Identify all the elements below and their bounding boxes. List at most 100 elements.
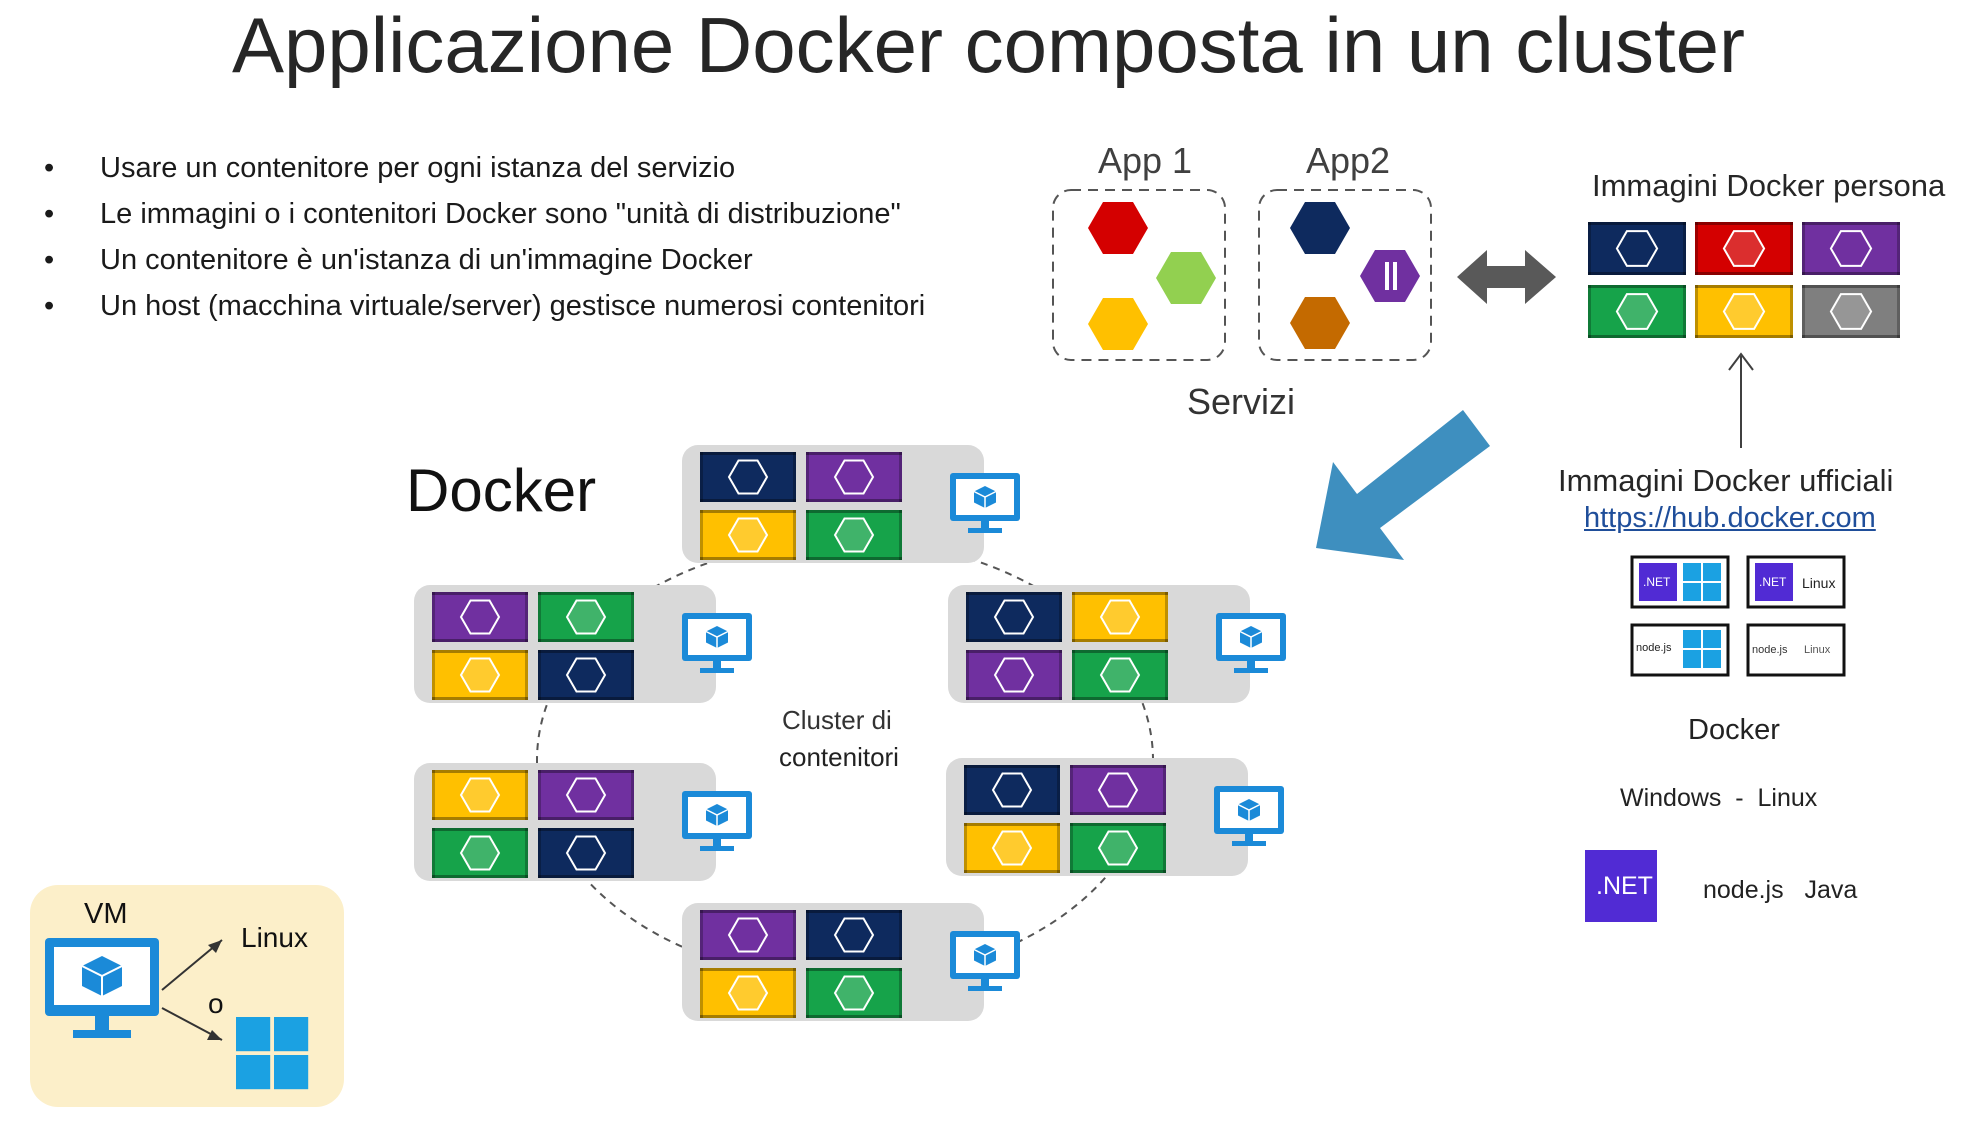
host-monitor-icon — [950, 931, 1020, 991]
host-node — [682, 445, 1020, 563]
vm-label: VM — [84, 898, 128, 930]
hexagon-icon — [459, 835, 501, 871]
container-tile — [1072, 592, 1168, 642]
official-image-tile — [1746, 555, 1846, 609]
bullet-marker: • — [44, 198, 55, 230]
vm-monitor-icon — [45, 938, 159, 1038]
cluster-label-line1: Cluster di — [782, 705, 892, 735]
hexagon-icon — [1099, 657, 1141, 693]
service-hexagon-icon — [1360, 250, 1420, 302]
hexagon-icon — [1829, 293, 1873, 330]
deploy-arrow-icon — [1316, 410, 1490, 560]
app-services — [1088, 202, 1420, 350]
container-tile — [1802, 285, 1900, 338]
hexagon-icon — [833, 459, 875, 495]
hexagon-icon — [833, 975, 875, 1011]
hexagon-icon — [459, 657, 501, 693]
host-monitor-icon — [682, 613, 752, 673]
container-tile — [538, 592, 634, 642]
hexagon-icon — [565, 777, 607, 813]
bullet-marker: • — [44, 290, 55, 322]
container-tile — [538, 828, 634, 878]
hexagon-icon — [1722, 293, 1766, 330]
bullet-text: Usare un contenitore per ogni istanza de… — [100, 152, 736, 184]
tile-badge-text: node.js — [1752, 644, 1788, 656]
hexagon-icon — [565, 835, 607, 871]
platforms-label: Windows - Linux — [1620, 784, 1818, 812]
docker-hub-link[interactable]: https://hub.docker.com — [1584, 502, 1876, 534]
container-tile — [1588, 222, 1686, 275]
tile-os-text: Linux — [1804, 644, 1831, 656]
host-monitor-icon — [682, 791, 752, 851]
official-images-label: Immagini Docker ufficiali — [1558, 463, 1894, 498]
windows-icon — [1683, 630, 1721, 668]
app2-box — [1258, 189, 1432, 361]
container-tile — [1695, 222, 1793, 275]
service-hexagon-icon — [1290, 202, 1350, 254]
host-node — [414, 763, 752, 881]
tile-badge-text: node.js — [1636, 642, 1672, 654]
or-label: o — [208, 988, 224, 1019]
container-tile — [700, 510, 796, 560]
bullet-text: Un contenitore è un'istanza di un'immagi… — [100, 244, 753, 276]
cluster-hosts — [414, 445, 1286, 1021]
host-monitor-icon — [1214, 786, 1284, 846]
container-tile — [1072, 650, 1168, 700]
linux-label: Linux — [241, 922, 308, 953]
container-tile — [538, 770, 634, 820]
container-tile — [1802, 222, 1900, 275]
container-tile — [432, 650, 528, 700]
container-tile — [538, 650, 634, 700]
hexagon-icon — [459, 599, 501, 635]
hexagon-icon — [1097, 772, 1139, 808]
app1-box — [1052, 189, 1226, 361]
official-image-tile — [1630, 623, 1730, 677]
windows-icon — [1683, 563, 1721, 601]
service-hexagon-icon — [1156, 252, 1216, 304]
official-image-tile — [1746, 623, 1846, 677]
host-monitor-icon — [1216, 613, 1286, 673]
container-tile — [964, 765, 1060, 815]
hexagon-icon — [1829, 230, 1873, 267]
container-tile — [964, 823, 1060, 873]
host-node — [414, 585, 752, 703]
hexagon-icon — [727, 975, 769, 1011]
hexagon-icon — [833, 917, 875, 953]
hexagon-icon — [991, 830, 1033, 866]
service-hexagon-icon — [1088, 202, 1148, 254]
app2-label: App2 — [1306, 140, 1391, 181]
host-node — [948, 585, 1286, 703]
hexagon-icon — [1615, 293, 1659, 330]
hexagon-icon — [993, 657, 1035, 693]
container-tile — [806, 452, 902, 502]
container-tile — [806, 968, 902, 1018]
hexagon-icon — [1722, 230, 1766, 267]
windows-icon — [236, 1017, 309, 1090]
runtimes-label: node.js Java — [1703, 876, 1858, 904]
custom-images-label: Immagini Docker persona — [1592, 168, 1946, 203]
bullet-marker: • — [44, 152, 55, 184]
tile-os-text: Linux — [1802, 575, 1836, 591]
docker-platform-label: Docker — [1688, 714, 1780, 746]
up-arrow-icon — [1728, 352, 1754, 448]
hexagon-icon — [459, 777, 501, 813]
container-tile — [700, 452, 796, 502]
hexagon-icon — [993, 599, 1035, 635]
hexagon-icon — [991, 772, 1033, 808]
container-tile — [1070, 765, 1166, 815]
bullet-text: Le immagini o i contenitori Docker sono … — [100, 198, 901, 230]
docker-label: Docker — [406, 457, 597, 524]
hexagon-icon — [727, 917, 769, 953]
container-tile — [700, 968, 796, 1018]
bullet-marker: • — [44, 244, 55, 276]
container-tile — [806, 510, 902, 560]
official-image-tile — [1630, 555, 1730, 609]
double-arrow-icon — [1457, 250, 1556, 304]
official-images-grid — [1630, 555, 1846, 677]
container-tile — [1070, 823, 1166, 873]
services-label: Servizi — [1187, 381, 1296, 422]
host-monitor-icon — [950, 473, 1020, 533]
app1-label: App 1 — [1098, 140, 1193, 181]
dotnet-badge — [1585, 850, 1657, 922]
container-tile — [966, 650, 1062, 700]
